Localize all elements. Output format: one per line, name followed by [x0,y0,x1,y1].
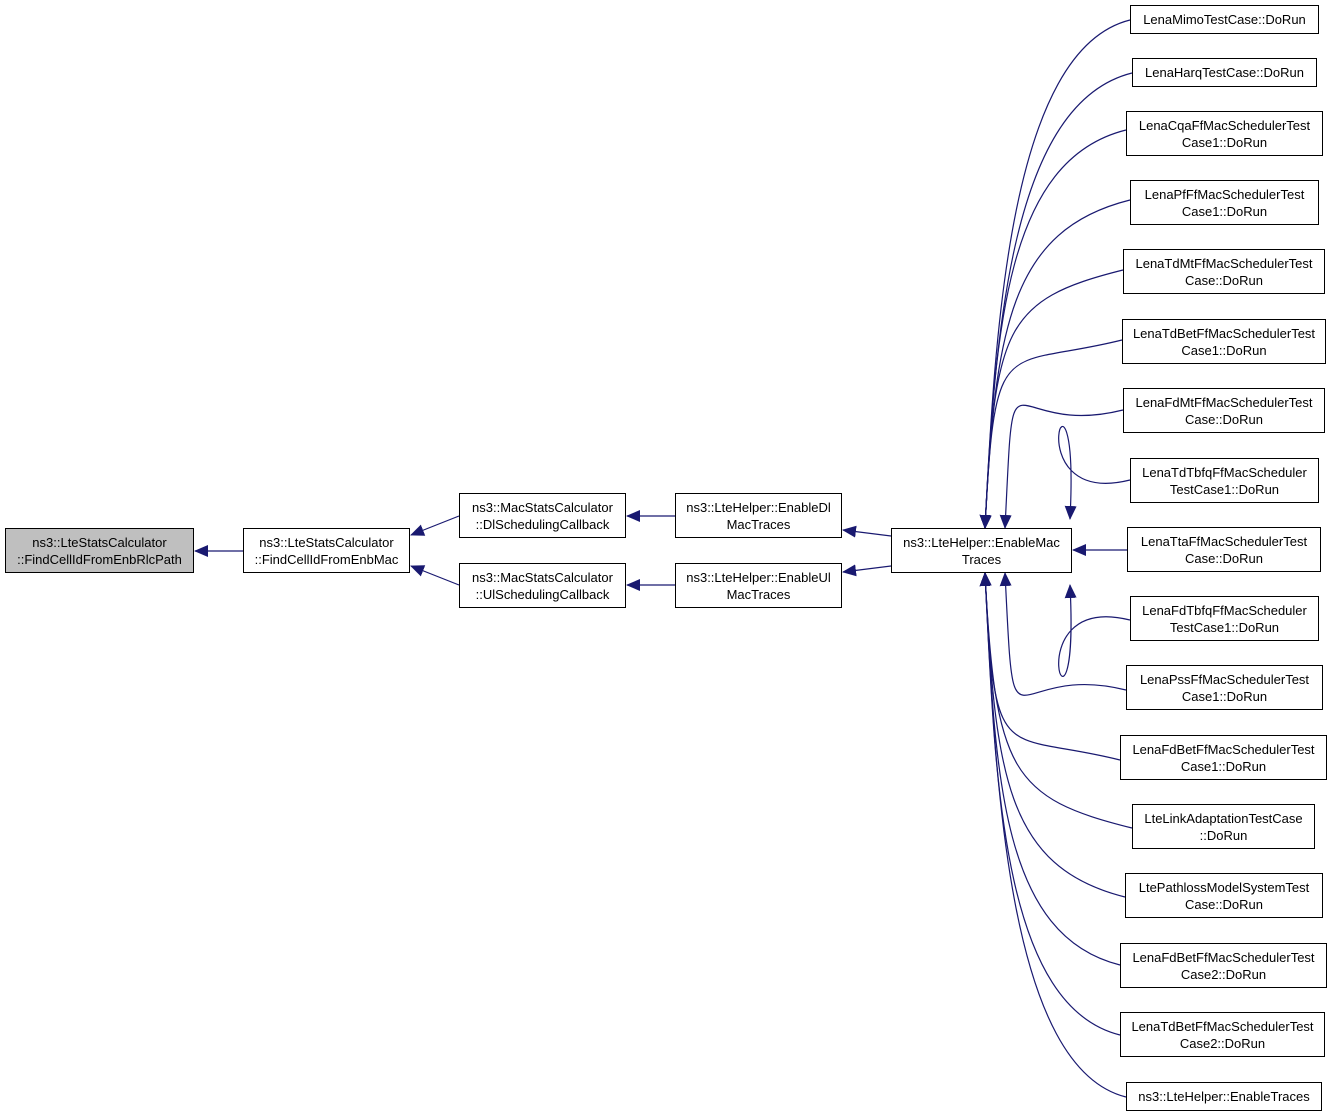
node-caller[interactable]: LenaPfFfMacSchedulerTest Case1::DoRun [1130,180,1319,225]
call-edge [979,269,1124,529]
node-caller[interactable]: LenaMimoTestCase::DoRun [1130,5,1319,34]
node-label: LenaFdMtFfMacSchedulerTest Case::DoRun [1135,394,1313,427]
node-label: LtePathlossModelSystemTest Case::DoRun [1138,879,1310,912]
node-caller[interactable]: LenaTtaFfMacSchedulerTest Case::DoRun [1127,527,1321,572]
node-label: ns3::LteHelper::EnableUl MacTraces [686,569,831,602]
node-label: LenaPssFfMacSchedulerTest Case1::DoRun [1139,671,1310,704]
call-edge [979,572,1127,1098]
call-edge [999,572,1127,696]
node-label: LenaHarqTestCase::DoRun [1145,65,1304,80]
node-label: LteLinkAdaptationTestCase ::DoRun [1144,810,1303,843]
node-caller[interactable]: LenaCqaFfMacSchedulerTest Case1::DoRun [1126,111,1323,156]
node-find-cell-id-from-enb-mac[interactable]: ns3::LteStatsCalculator ::FindCellIdFrom… [243,528,410,573]
node-label: ns3::LteHelper::EnableMac Traces [903,534,1060,567]
node-label: LenaTdBetFfMacSchedulerTest Case1::DoRun [1132,325,1316,358]
node-label: LenaCqaFfMacSchedulerTest Case1::DoRun [1138,117,1311,150]
call-edge [979,129,1127,529]
node-find-cell-id-from-enb-rlc-path: ns3::LteStatsCalculator ::FindCellIdFrom… [5,528,194,573]
node-label: ns3::MacStatsCalculator ::UlSchedulingCa… [472,569,613,602]
node-caller[interactable]: LenaFdMtFfMacSchedulerTest Case::DoRun [1123,388,1325,433]
node-ul-scheduling-callback[interactable]: ns3::MacStatsCalculator ::UlSchedulingCa… [459,563,626,608]
call-edge [842,525,892,538]
node-enable-mac-traces[interactable]: ns3::LteHelper::EnableMac Traces [891,528,1072,573]
node-label: LenaTdTbfqFfMacScheduler TestCase1::DoRu… [1142,464,1307,497]
node-enable-dl-mac-traces[interactable]: ns3::LteHelper::EnableDl MacTraces [675,493,842,538]
call-edge [979,339,1123,529]
node-label: ns3::LteHelper::EnableTraces [1138,1089,1310,1104]
node-label: LenaFdBetFfMacSchedulerTest Case2::DoRun [1132,949,1315,982]
node-label: ns3::MacStatsCalculator ::DlSchedulingCa… [472,499,613,532]
node-label: LenaPfFfMacSchedulerTest Case1::DoRun [1144,186,1305,219]
node-caller[interactable]: LenaFdBetFfMacSchedulerTest Case2::DoRun [1120,943,1327,988]
node-label: ns3::LteStatsCalculator ::FindCellIdFrom… [17,534,182,567]
call-edge [410,565,460,586]
node-label: LenaTdBetFfMacSchedulerTest Case2::DoRun [1131,1018,1314,1051]
node-caller[interactable]: ns3::LteHelper::EnableTraces [1126,1082,1322,1111]
node-caller[interactable]: LenaPssFfMacSchedulerTest Case1::DoRun [1126,665,1323,710]
node-enable-ul-mac-traces[interactable]: ns3::LteHelper::EnableUl MacTraces [675,563,842,608]
node-label: LenaTdMtFfMacSchedulerTest Case::DoRun [1135,255,1313,288]
call-edge [842,564,892,577]
node-caller[interactable]: LenaTdTbfqFfMacScheduler TestCase1::DoRu… [1130,458,1319,503]
node-caller[interactable]: LenaHarqTestCase::DoRun [1132,58,1317,87]
node-label: LenaFdBetFfMacSchedulerTest Case1::DoRun [1132,741,1315,774]
node-caller[interactable]: LteLinkAdaptationTestCase ::DoRun [1132,804,1315,849]
node-dl-scheduling-callback[interactable]: ns3::MacStatsCalculator ::DlSchedulingCa… [459,493,626,538]
node-label: LenaFdTbfqFfMacScheduler TestCase1::DoRu… [1142,602,1307,635]
call-edge [999,404,1124,529]
call-edge [410,515,460,536]
call-edge [979,572,1121,761]
call-edge [1058,425,1131,520]
node-caller[interactable]: LenaTdBetFfMacSchedulerTest Case2::DoRun [1120,1012,1325,1057]
node-caller[interactable]: LenaFdTbfqFfMacScheduler TestCase1::DoRu… [1130,596,1319,641]
node-label: LenaTtaFfMacSchedulerTest Case::DoRun [1140,533,1308,566]
node-label: ns3::LteHelper::EnableDl MacTraces [686,499,831,532]
node-caller[interactable]: LenaTdBetFfMacSchedulerTest Case1::DoRun [1122,319,1326,364]
node-caller[interactable]: LenaTdMtFfMacSchedulerTest Case::DoRun [1123,249,1325,294]
call-edge [1058,584,1131,677]
call-edge [979,72,1133,529]
node-caller[interactable]: LenaFdBetFfMacSchedulerTest Case1::DoRun [1120,735,1327,780]
call-edge [979,199,1131,529]
node-label: ns3::LteStatsCalculator ::FindCellIdFrom… [254,534,399,567]
node-caller[interactable]: LtePathlossModelSystemTest Case::DoRun [1125,873,1323,918]
node-label: LenaMimoTestCase::DoRun [1143,12,1306,27]
